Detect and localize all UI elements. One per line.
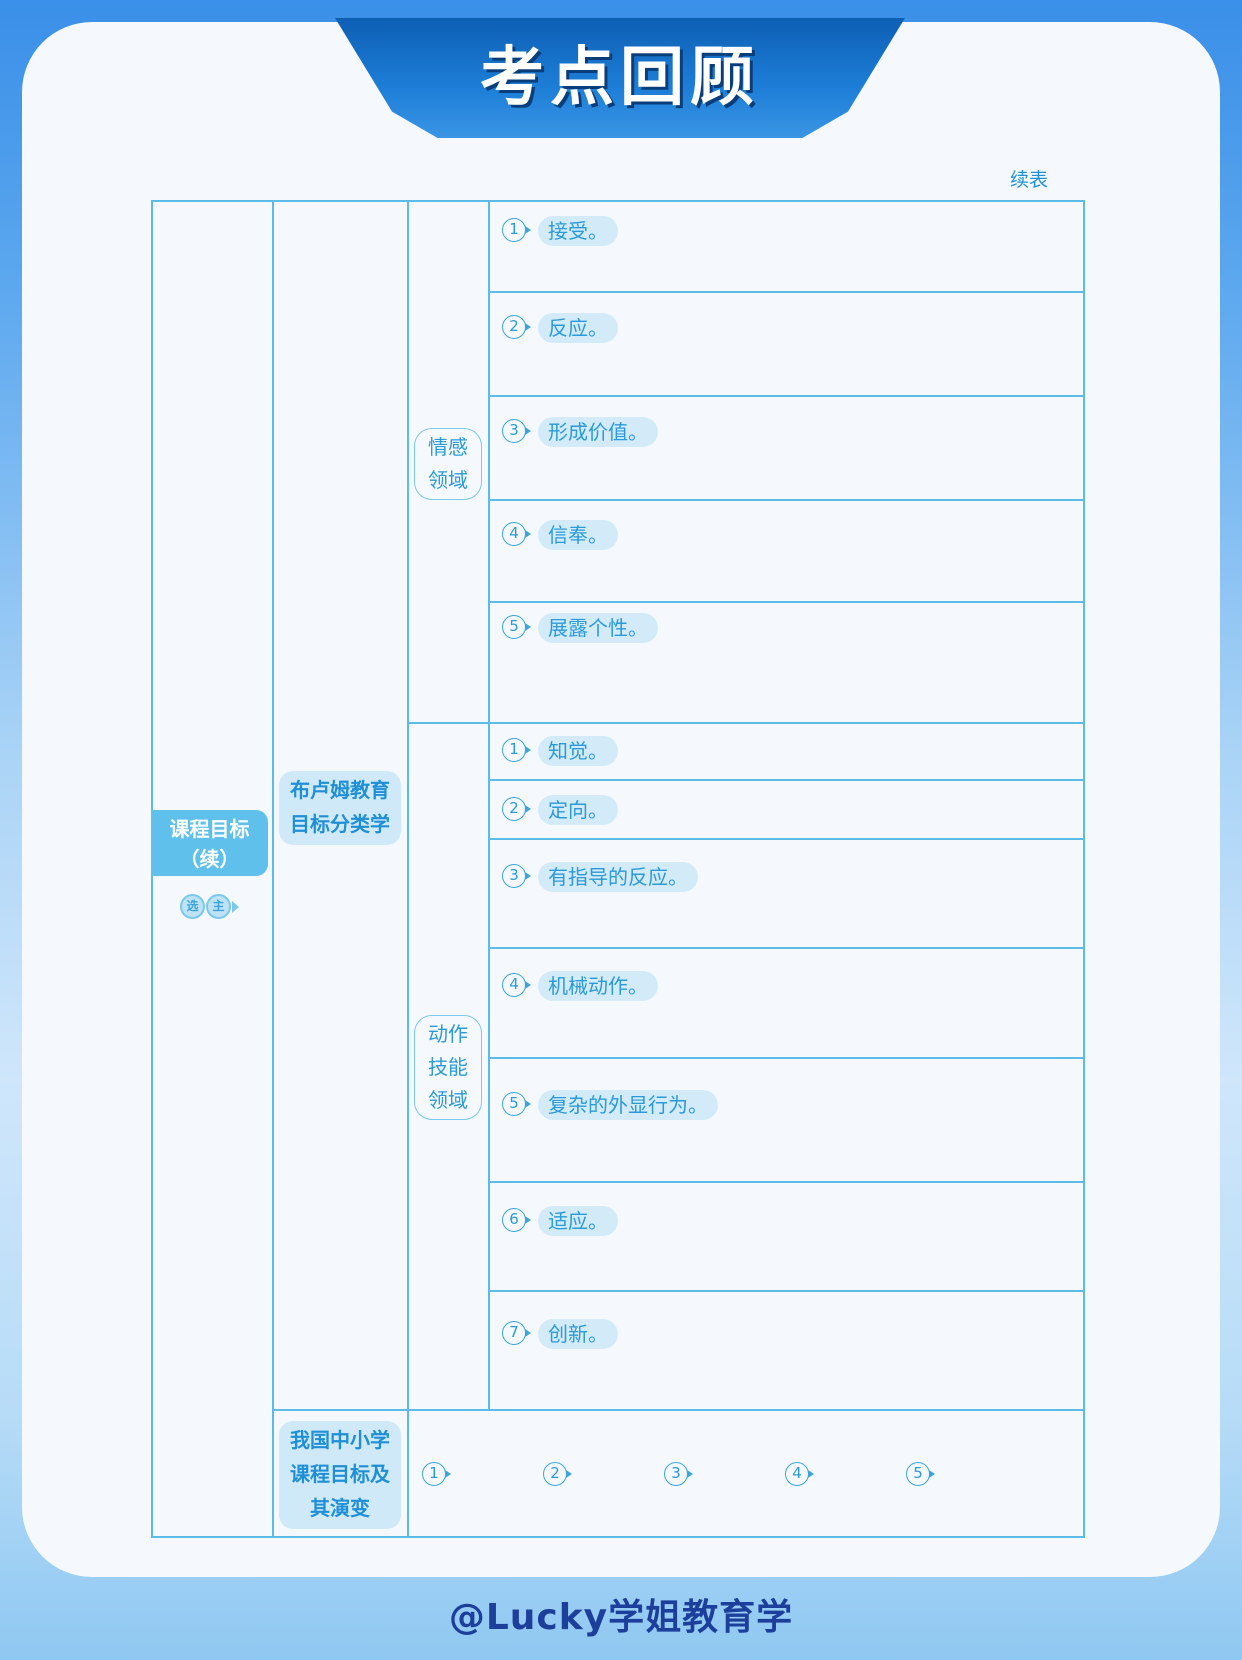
- arrow-icon: [808, 1470, 814, 1478]
- psychomotor-line3: 领域: [428, 1088, 468, 1112]
- main-topic-line2: （续）: [179, 847, 240, 871]
- bloom-section-tag: 布卢姆教育 目标分类学: [279, 771, 401, 845]
- arrow-icon: [525, 1329, 531, 1337]
- arrow-icon: [566, 1470, 572, 1478]
- bloom-title-line1: 布卢姆教育: [290, 778, 390, 802]
- main-topic-line1: 课程目标: [169, 817, 250, 841]
- arrow-icon: [525, 872, 531, 880]
- item-number: 3: [502, 419, 526, 443]
- content-card: [22, 22, 1220, 1577]
- psychomotor-line1: 动作: [428, 1022, 468, 1046]
- col-divider-2: [407, 200, 409, 1538]
- item-text: 形成价值。: [538, 417, 658, 447]
- china-title-line2: 课程目标及: [290, 1462, 390, 1486]
- row-divider: [488, 291, 1085, 293]
- row-divider: [488, 1290, 1085, 1292]
- row-divider: [488, 1057, 1085, 1059]
- title-banner: [335, 18, 905, 138]
- item-number: 2: [502, 315, 526, 339]
- row-divider: [488, 838, 1085, 840]
- page-title: 考点回顾: [480, 40, 760, 115]
- psychomotor-line2: 技能: [428, 1055, 468, 1079]
- main-topic-tag: 课程目标 （续）: [151, 810, 268, 876]
- item-number: 4: [502, 973, 526, 997]
- badge-main: 主: [206, 894, 231, 919]
- item-text: 知觉。: [538, 736, 618, 766]
- china-section-tag: 我国中小学 课程目标及 其演变: [279, 1421, 401, 1529]
- arrow-icon: [525, 226, 531, 234]
- item-text: 复杂的外显行为。: [538, 1090, 718, 1120]
- item-number: 2: [543, 1462, 567, 1486]
- item-text: 反应。: [538, 313, 618, 343]
- item-text: 有指导的反应。: [538, 862, 698, 892]
- row-divider: [488, 947, 1085, 949]
- item-number: 7: [502, 1321, 526, 1345]
- item-number: 1: [502, 738, 526, 762]
- arrow-icon: [525, 530, 531, 538]
- continued-label: 续表: [1010, 169, 1049, 191]
- item-number: 1: [502, 218, 526, 242]
- section-divider: [272, 1409, 1085, 1411]
- col-divider-3: [488, 200, 490, 1410]
- item-number: 1: [422, 1462, 446, 1486]
- item-number: 4: [785, 1462, 809, 1486]
- item-text: 创新。: [538, 1319, 618, 1349]
- arrow-icon: [525, 1100, 531, 1108]
- item-number: 3: [664, 1462, 688, 1486]
- arrow-icon: [525, 805, 531, 813]
- item-number: 5: [502, 615, 526, 639]
- item-text: 信奉。: [538, 520, 618, 550]
- badge-arrow-icon: [232, 901, 239, 913]
- exam-badges: 选 主: [180, 894, 240, 920]
- item-text: 接受。: [538, 216, 618, 246]
- arrow-icon: [525, 323, 531, 331]
- affective-line2: 领域: [428, 468, 468, 492]
- item-text: 机械动作。: [538, 971, 658, 1001]
- item-text: 适应。: [538, 1206, 618, 1236]
- domain-divider: [407, 722, 1085, 724]
- item-text: 展露个性。: [538, 613, 658, 643]
- arrow-icon: [525, 623, 531, 631]
- row-divider: [488, 779, 1085, 781]
- affective-domain-tag: 情感 领域: [414, 428, 482, 500]
- bloom-title-line2: 目标分类学: [290, 812, 390, 836]
- item-number: 3: [502, 864, 526, 888]
- arrow-icon: [525, 981, 531, 989]
- arrow-icon: [445, 1470, 451, 1478]
- arrow-icon: [687, 1470, 693, 1478]
- arrow-icon: [525, 746, 531, 754]
- psychomotor-domain-tag: 动作 技能 领域: [414, 1015, 482, 1120]
- badge-select: 选: [180, 894, 205, 919]
- item-number: 5: [502, 1092, 526, 1116]
- china-title-line1: 我国中小学: [290, 1428, 390, 1452]
- affective-line1: 情感: [428, 435, 468, 459]
- arrow-icon: [929, 1470, 935, 1478]
- row-divider: [488, 395, 1085, 397]
- col-divider-1: [272, 200, 274, 1538]
- row-divider: [488, 1181, 1085, 1183]
- china-title-line3: 其演变: [310, 1496, 370, 1520]
- item-number: 2: [502, 797, 526, 821]
- arrow-icon: [525, 1216, 531, 1224]
- row-divider: [488, 601, 1085, 603]
- item-number: 5: [906, 1462, 930, 1486]
- item-number: 6: [502, 1208, 526, 1232]
- footer-watermark: @Lucky学姐教育学: [448, 1597, 794, 1638]
- row-divider: [488, 499, 1085, 501]
- arrow-icon: [525, 427, 531, 435]
- item-text: 定向。: [538, 795, 618, 825]
- item-number: 4: [502, 522, 526, 546]
